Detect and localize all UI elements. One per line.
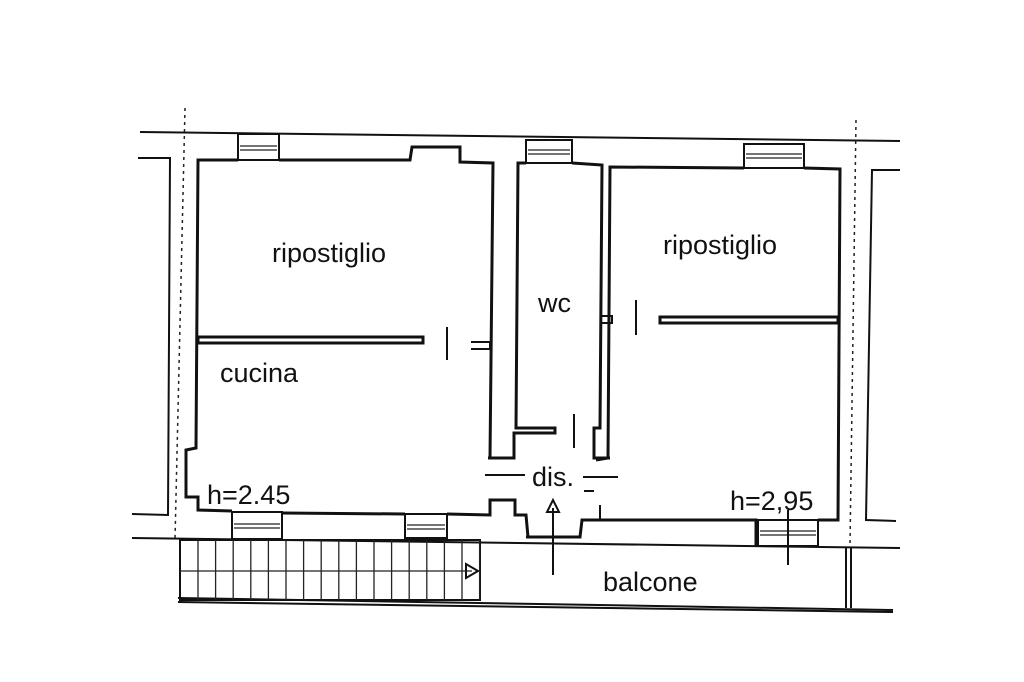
room-label-cucina: cucina <box>220 358 299 388</box>
stair-arrow-icon <box>465 562 480 580</box>
disimpegno-marks <box>485 474 618 575</box>
ceiling-height-left: h=2.45 <box>207 480 290 510</box>
neighbour-walls <box>131 157 900 522</box>
room-label-ripostiglio-left: ripostiglio <box>272 238 386 268</box>
staircase <box>179 539 481 601</box>
room-label-disimpegno: dis. <box>532 462 574 492</box>
ceiling-height-right: h=2,95 <box>730 486 813 516</box>
left-unit-walls <box>184 133 530 540</box>
room-label-wc: wc <box>537 288 571 318</box>
right-unit-walls <box>526 143 842 565</box>
wc-walls <box>488 139 613 460</box>
axis-lines <box>174 107 857 546</box>
room-label-balcone: balcone <box>603 567 698 597</box>
room-label-ripostiglio-right: ripostiglio <box>663 230 777 260</box>
